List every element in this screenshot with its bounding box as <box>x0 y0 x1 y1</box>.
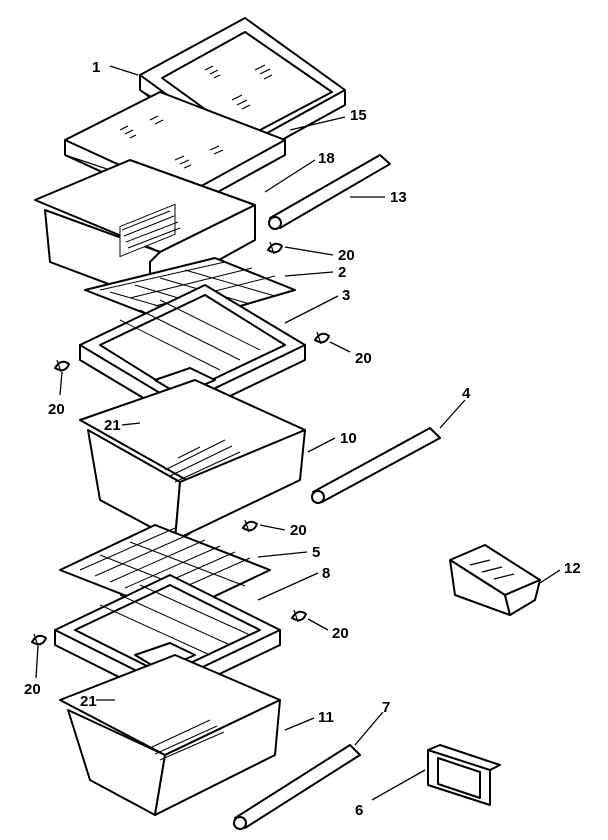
callout-20b: 20 <box>355 350 372 367</box>
crisper-pan-lower <box>59 654 281 816</box>
callout-6: 6 <box>355 802 363 819</box>
callout-20e: 20 <box>332 625 349 642</box>
callout-8: 8 <box>322 565 330 582</box>
rail-lower <box>233 744 361 830</box>
callout-20c: 20 <box>48 401 65 418</box>
screw-c <box>54 359 70 373</box>
crisper-cover <box>34 159 256 299</box>
callout-21a: 21 <box>104 417 121 434</box>
callout-11: 11 <box>318 709 334 726</box>
crisper-pan-upper <box>79 379 306 541</box>
callout-labels: 1 15 18 13 20 2 3 20 20 21 10 4 20 5 8 2… <box>24 59 581 819</box>
callout-10: 10 <box>340 430 357 447</box>
leader-lines <box>35 65 561 801</box>
callout-2: 2 <box>338 264 346 281</box>
screw-b <box>314 331 330 345</box>
screw-e <box>291 609 307 623</box>
bracket <box>427 744 501 806</box>
callout-4: 4 <box>462 385 471 402</box>
callout-12: 12 <box>564 560 581 577</box>
screw-d <box>242 519 258 533</box>
callout-20f: 20 <box>24 681 41 698</box>
callout-21b: 21 <box>80 693 97 710</box>
rail-middle <box>311 427 441 504</box>
callout-1: 1 <box>92 59 100 76</box>
rail-upper <box>268 154 391 230</box>
callout-3: 3 <box>342 287 350 304</box>
bin <box>449 544 541 616</box>
callout-15: 15 <box>350 107 367 124</box>
screw-a <box>267 241 283 255</box>
callout-7: 7 <box>382 699 390 716</box>
callout-20d: 20 <box>290 522 307 539</box>
screw-f <box>31 633 47 647</box>
callout-18: 18 <box>318 150 335 167</box>
callout-20a: 20 <box>338 247 355 264</box>
callout-5: 5 <box>312 544 320 561</box>
callout-13: 13 <box>390 189 407 206</box>
